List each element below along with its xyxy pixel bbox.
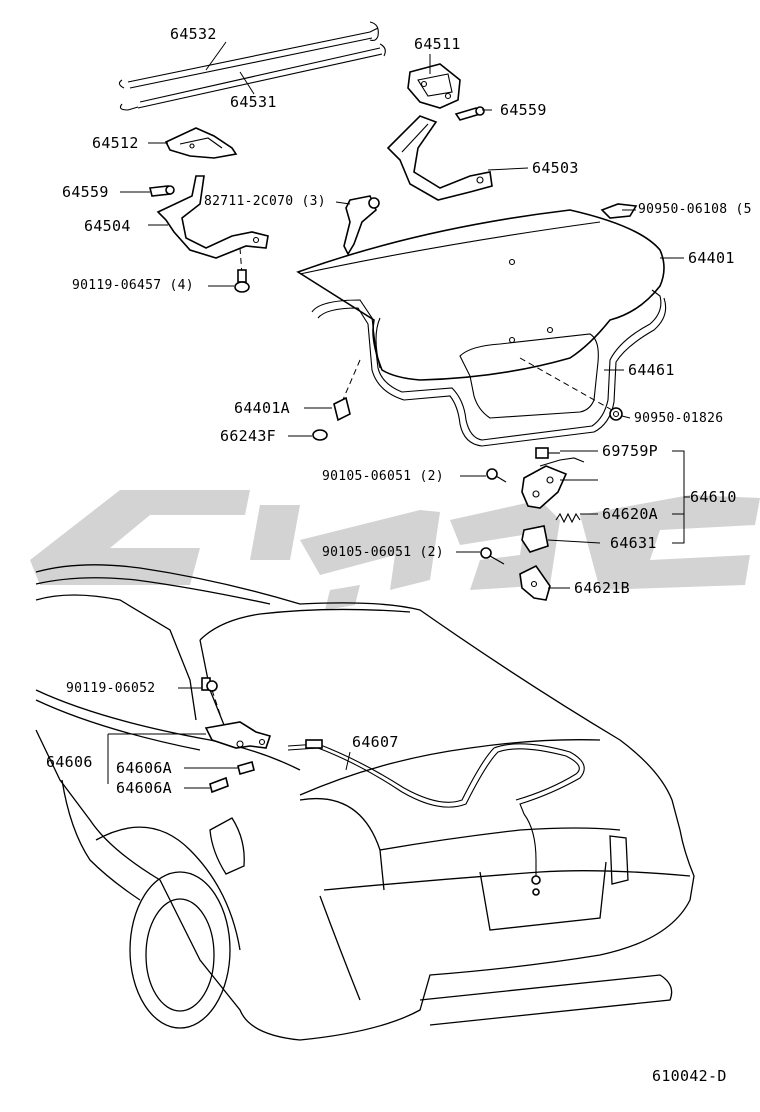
callout-64531: 64531 [230,93,277,111]
callout-90950-01826: 90950-01826 [634,411,724,426]
leader-dashed-64401A [341,359,361,403]
leader-dashed-hinge [211,689,223,721]
figure-id: 610042-D [652,1067,727,1085]
part-64532-torsion-bar [118,21,379,89]
part-64631-cover [521,525,549,553]
part-90950-01826-plug [609,407,623,421]
callout-64532: 64532 [170,25,217,43]
callout-64621B: 64621B [574,579,630,597]
callout-64620A: 64620A [602,505,658,523]
callout-90950-06108: 90950-06108 (5 [638,202,752,217]
part-90119-06052-bolt [201,677,218,692]
callout-64631: 64631 [610,534,657,552]
leader-lines [107,41,690,789]
callout-64559-left: 64559 [62,183,109,201]
part-64606A-clip-a [237,761,255,775]
callout-64401A: 64401A [234,399,290,417]
part-64559-bolt-right [454,106,485,121]
callout-64512: 64512 [92,134,139,152]
callout-64606: 64606 [46,753,93,771]
callout-90105-06051-b: 90105-06051 (2) [322,545,444,560]
part-90105-06051-bolt-a [486,468,507,483]
callout-64610: 64610 [690,488,737,506]
watermark-logo [30,490,760,610]
callout-90105-06051-a: 90105-06051 (2) [322,469,444,484]
callout-64401: 64401 [688,249,735,267]
vehicle-body-outline [35,564,695,1041]
callout-66243F: 66243F [220,427,276,445]
part-90119-06457-bolt [234,269,250,293]
part-64401-luggage-compartment-door [296,209,665,381]
part-64621B-striker [519,564,551,601]
callout-82711-2C070: 82711-2C070 (3) [204,194,326,209]
part-64606A-clip-b [209,776,229,794]
part-64504-hinge-arm [156,175,269,259]
part-64401A-cushion [333,396,351,422]
part-64607-release-cable [287,739,585,896]
callout-64503: 64503 [532,159,579,177]
leader-dashed-64461 [519,357,613,411]
part-66243F-plug [312,429,328,441]
callout-64607: 64607 [352,733,399,751]
part-64511-bracket [407,63,461,109]
callout-90119-06457: 90119-06457 (4) [72,278,194,293]
part-69759P-bolt [535,447,560,459]
callout-64606A-b: 64606A [116,779,172,797]
callout-64606A-a: 64606A [116,759,172,777]
part-90105-06051-bolt-b [480,547,505,565]
part-64620A-spring [555,512,581,524]
part-64512-bracket [164,127,238,159]
callout-64461: 64461 [628,361,675,379]
callout-90119-06052: 90119-06052 [66,681,156,696]
part-64606-cable-bracket [204,721,272,749]
callout-64511: 64511 [414,35,461,53]
part-64531-torsion-bar [119,43,386,111]
part-64503-hinge-arm [386,115,493,201]
callout-69759P: 69759P [602,442,658,460]
part-82711-2C070-clip [343,195,380,256]
part-64610-lock-assembly [521,457,585,509]
callout-64504: 64504 [84,217,131,235]
part-64559-bolt-left [149,185,175,197]
part-90950-06108-plug [600,203,638,219]
callout-64559-right: 64559 [500,101,547,119]
